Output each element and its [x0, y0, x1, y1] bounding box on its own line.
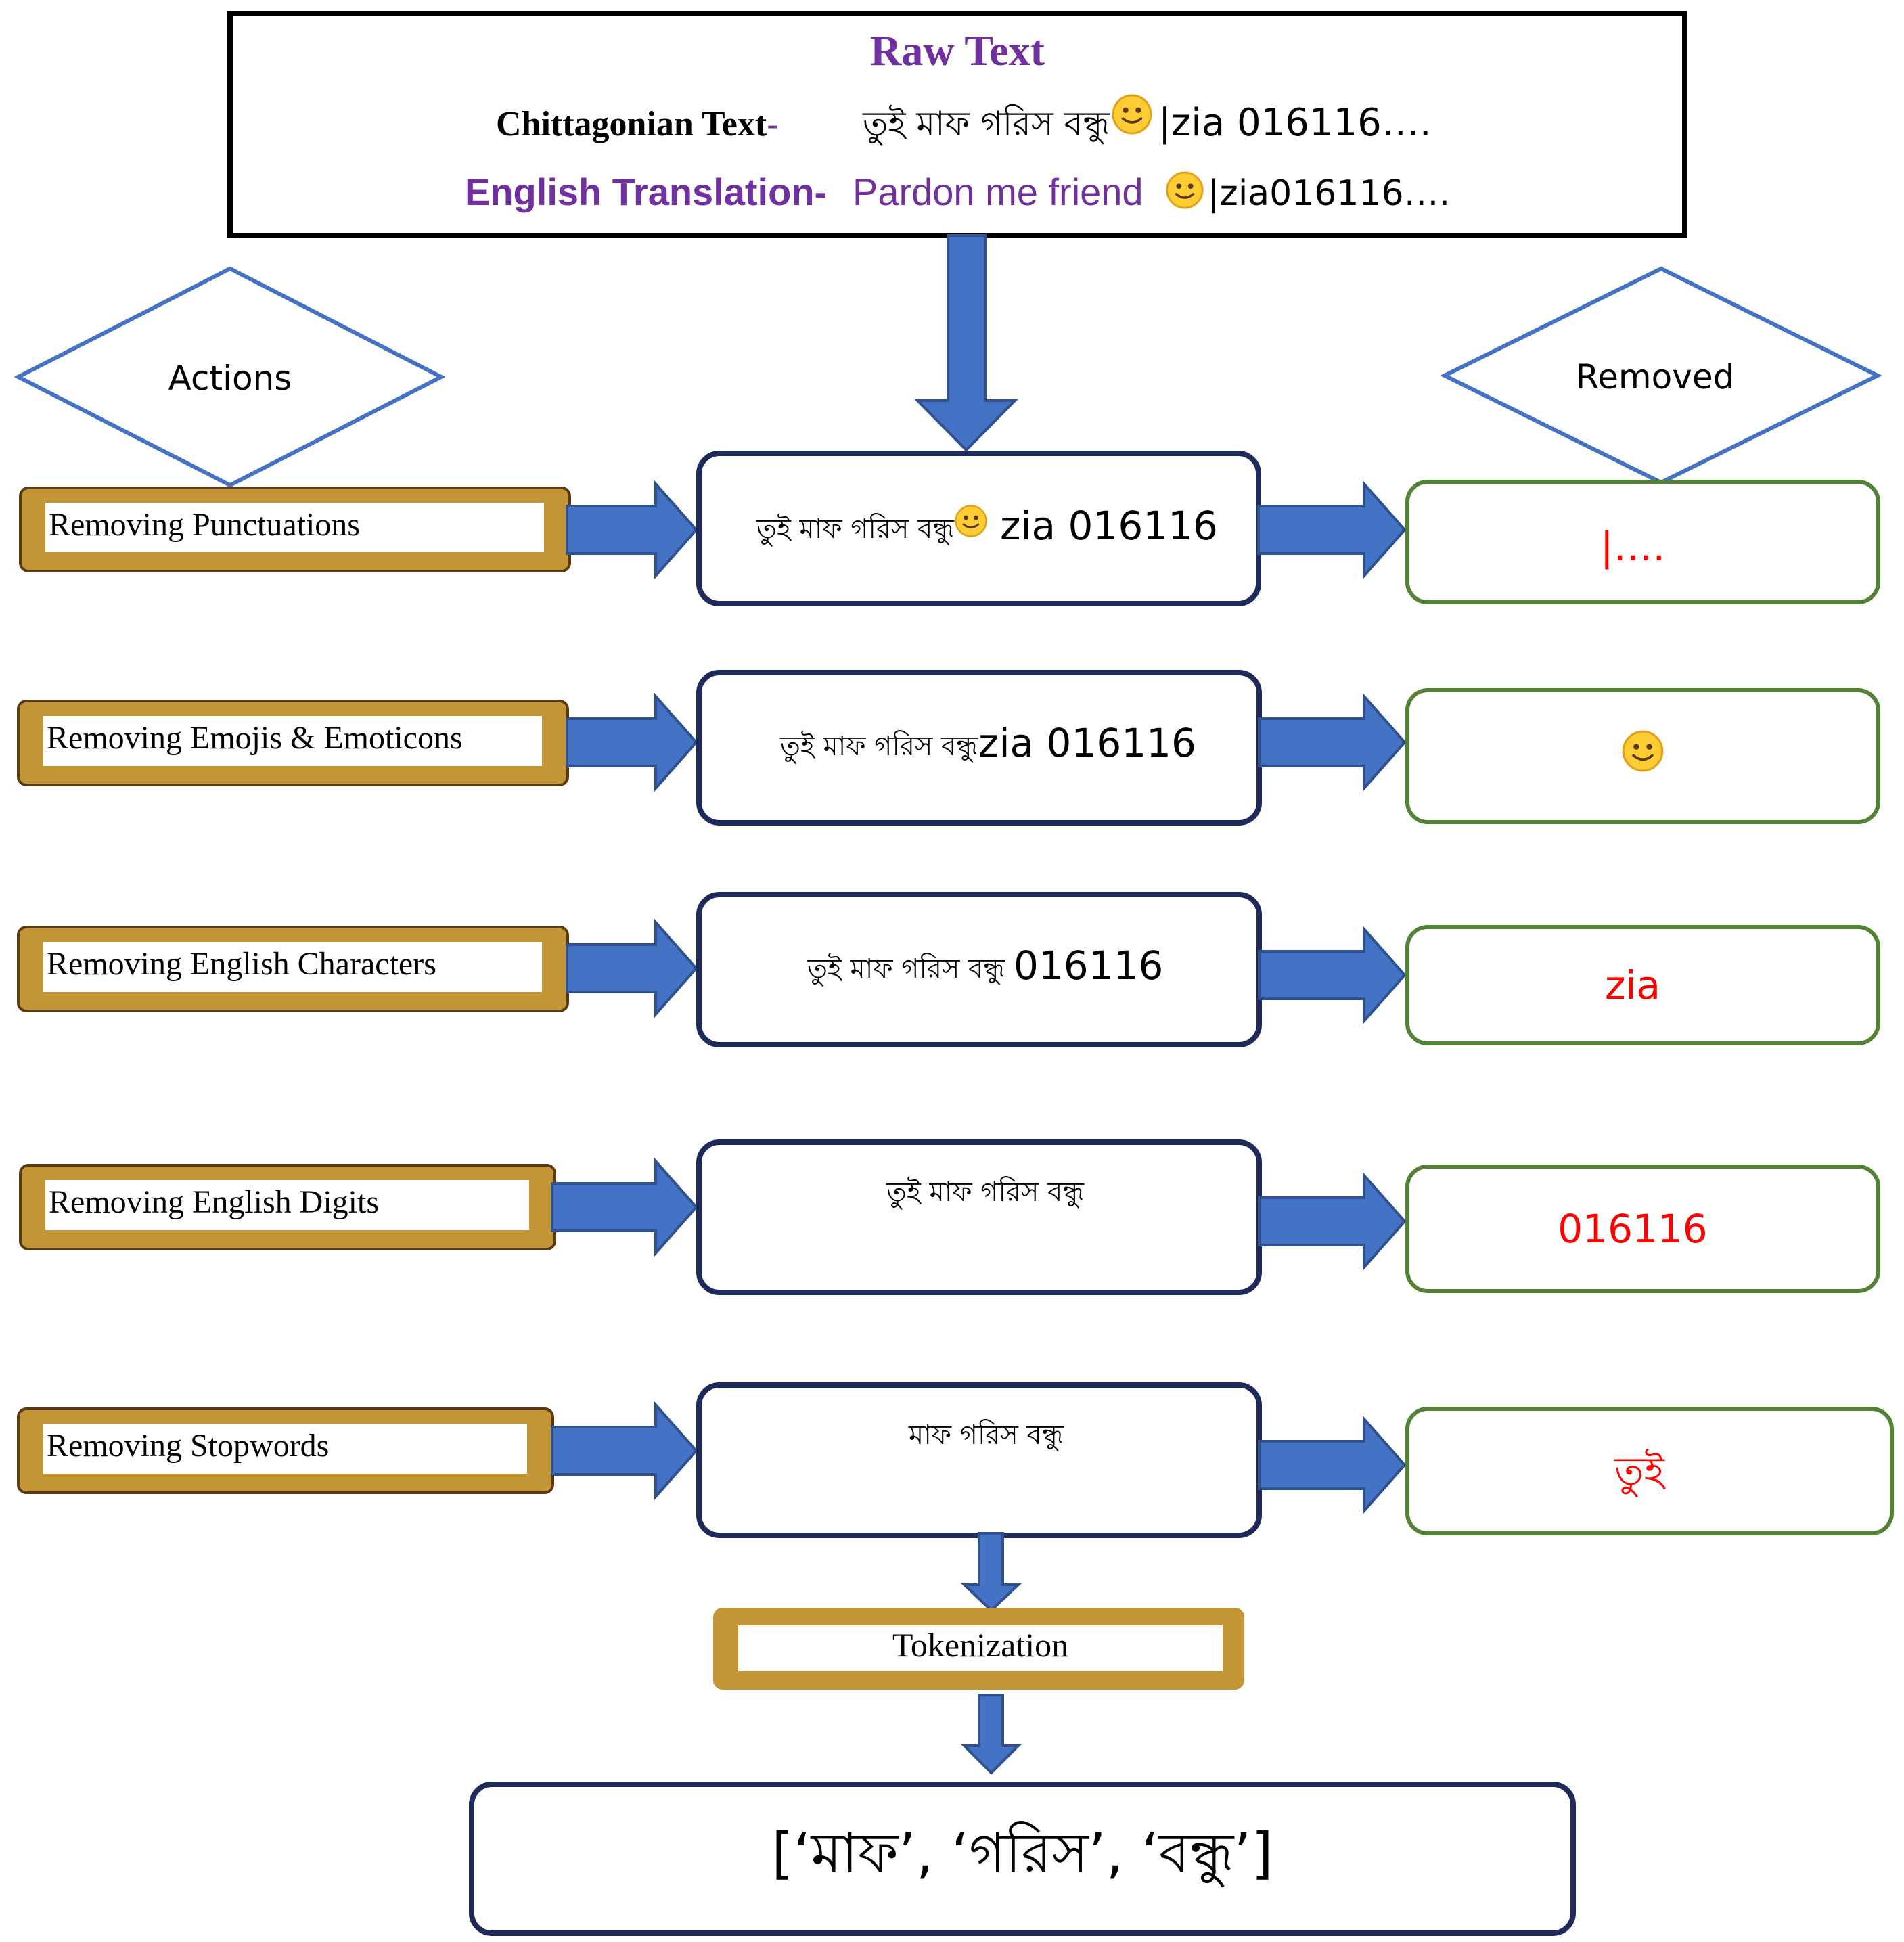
tokenization-inner: [738, 1625, 1223, 1671]
action-inner: [45, 1180, 529, 1230]
removed-frame: [1405, 1165, 1880, 1293]
actions-diamond: [14, 266, 446, 488]
removed-frame: [1405, 925, 1880, 1045]
step-row: Removing English Characters তুই মাফ গরিস …: [17, 892, 1880, 1047]
chittagonian-tail: |zia 016116….: [1158, 101, 1432, 145]
down-arrow-to-tokenization: [960, 1532, 1022, 1612]
result-bangla: তুই মাফ গরিস বন্ধু: [886, 1176, 1085, 1210]
removed-value: zia: [1605, 962, 1660, 1008]
arrow-to-removed: [1258, 1171, 1407, 1271]
result-frame: [696, 1139, 1262, 1295]
step-row: Removing Stopwords মাফ গরিস বন্ধু তুই: [17, 1382, 1894, 1538]
raw-text-title: Raw Text: [870, 26, 1045, 74]
down-arrow-main: [914, 234, 1018, 452]
english-tail: |zia016116….: [1208, 173, 1450, 214]
english-label: English Translation-: [465, 171, 827, 213]
result-tail: zia 016116: [978, 720, 1196, 766]
removed-frame: [1405, 480, 1880, 604]
action-inner: [45, 503, 544, 552]
tokenization-label: Tokenization: [892, 1626, 1068, 1664]
slightly-smiling-face-icon: [1166, 171, 1204, 209]
action-label: Removing Emojis & Emoticons: [47, 720, 463, 756]
actions-label: Actions: [168, 359, 292, 398]
removed-value: 016116: [1558, 1206, 1707, 1252]
action-label: Removing Stopwords: [47, 1428, 329, 1464]
step-row: Removing English Digits তুই মাফ গরিস বন্ধ…: [19, 1139, 1880, 1295]
output-tokens-box: [‘মাফ’, ‘গরিস’, ‘বন্ধু’]: [469, 1782, 1576, 1936]
result-bangla: তুই মাফ গরিস বন্ধু: [779, 730, 978, 764]
arrow-to-removed: [1258, 692, 1407, 792]
arrow-to-result: [566, 480, 698, 580]
output-tokens: [‘মাফ’, ‘গরিস’, ‘বন্ধু’]: [772, 1821, 1273, 1887]
action-inner: [43, 942, 542, 992]
raw-text-frame: [227, 11, 1687, 238]
arrow-to-removed: [1257, 480, 1407, 580]
chittagonian-text: তুই মাফ গরিস বন্ধু: [862, 104, 1110, 146]
result-bangla: তুই মাফ গরিস বন্ধু: [807, 953, 1005, 987]
slightly-smiling-face-icon: [955, 505, 987, 537]
down-arrow-to-output: [961, 1694, 1022, 1775]
removed-value: তুই: [1614, 1448, 1667, 1497]
actions-header: Actions: [14, 266, 446, 488]
chittagonian-label: Chittagonian Text-: [496, 105, 779, 143]
english-translation: Pardon me friend: [853, 171, 1143, 213]
removed-label: Removed: [1576, 357, 1735, 397]
result-bangla: মাফ গরিস বন্ধু: [908, 1419, 1064, 1451]
action-inner: [43, 1424, 527, 1474]
arrow-to-removed: [1258, 925, 1407, 1025]
slightly-smiling-face-icon: [1112, 94, 1152, 135]
output-frame: [469, 1782, 1576, 1936]
arrow-to-result: [551, 1157, 698, 1257]
step-row: Removing Emojis & Emoticons তুই মাফ গরিস …: [17, 670, 1880, 826]
raw-text-box: Raw Text Chittagonian Text- তুই মাফ গরিস…: [227, 11, 1687, 238]
removed-frame: [1405, 1407, 1894, 1535]
arrow-to-result: [566, 692, 698, 792]
arrow-to-removed: [1258, 1415, 1407, 1515]
result-tail: zia 016116: [1000, 503, 1218, 549]
removed-header: Removed: [1440, 266, 1882, 485]
result-bangla: তুই মাফ গরিস বন্ধু: [756, 513, 955, 547]
action-label: Removing English Digits: [49, 1184, 379, 1220]
arrow-to-result: [551, 1401, 698, 1501]
tokenization-step: Tokenization: [713, 1608, 1244, 1690]
removed-value: |….: [1600, 524, 1665, 570]
arrow-to-result: [566, 918, 698, 1018]
result-frame: [696, 1382, 1262, 1538]
action-inner: [43, 716, 542, 766]
action-label: Removing Punctuations: [49, 507, 360, 543]
slightly-smiling-face-icon: [1622, 730, 1664, 772]
result-tail: 016116: [1014, 943, 1163, 989]
action-label: Removing English Characters: [47, 946, 436, 982]
step-row: Removing Punctuations তুই মাফ গরিস বন্ধু z…: [19, 451, 1880, 606]
